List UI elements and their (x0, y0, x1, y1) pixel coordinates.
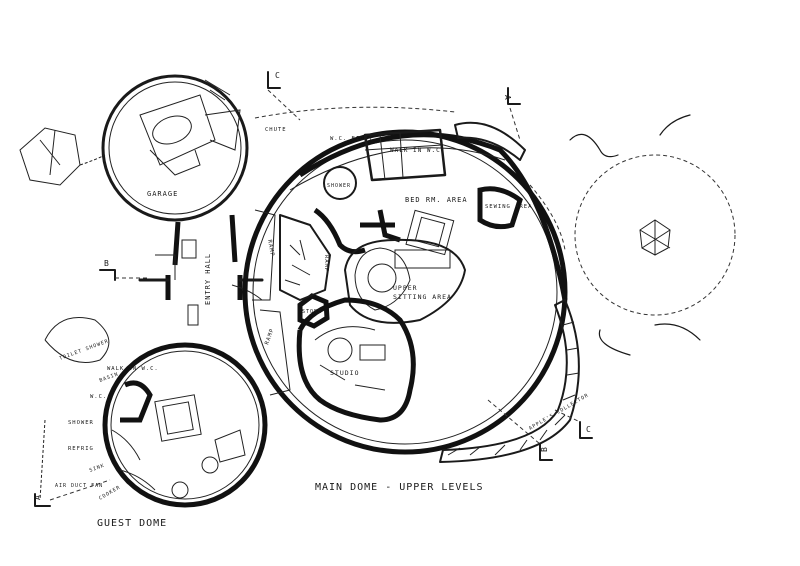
label-store: STORE (302, 309, 322, 315)
label-entry-hall: ENTRY HALL (204, 253, 212, 305)
label-guest-shower: SHOWER (68, 420, 94, 426)
marker-a-bottom: A (33, 494, 42, 500)
label-wc-bidet: W.C. BIDET (330, 136, 373, 142)
plan-title: MAIN DOME - UPPER LEVELS (315, 482, 484, 493)
label-air-duct-fan: AIR DUCT FAN (55, 483, 103, 489)
section-marker-a-top (507, 87, 521, 141)
entry-hall (138, 214, 264, 326)
label-sewing-area: SEWING AREA (485, 204, 532, 210)
label-shower: SHOWER (327, 183, 351, 189)
label-guest-wc: W.C. (90, 394, 107, 400)
section-marker-b-bottom (487, 399, 553, 461)
marker-b-bottom: B (540, 446, 549, 452)
label-ramp-2: RAMP (323, 255, 329, 272)
guest-dome-title: GUEST DOME (97, 518, 167, 529)
label-garage: GARAGE (147, 190, 178, 198)
main-dome (242, 106, 580, 463)
label-upper: UPPER (393, 284, 418, 292)
label-bed-rm-area: BED RM. AREA (405, 196, 468, 204)
marker-b-left: B (104, 259, 110, 268)
label-walk-in-wc: WALK IN W.C. (390, 147, 445, 154)
label-sink: SINK (89, 463, 106, 474)
section-marker-c-top (267, 71, 301, 121)
marker-c-top: C (275, 71, 281, 80)
label-refrig: REFRIG (68, 446, 94, 452)
label-guest-walk-in-wc: WALK IN W.C. (107, 366, 159, 372)
tree-symbol (19, 127, 106, 186)
marker-a-top: A (503, 95, 512, 101)
label-studio: STUDIO (330, 369, 359, 377)
garage-dome (101, 74, 249, 222)
label-chute: CHUTE (265, 127, 287, 133)
section-marker-c-bottom (554, 409, 593, 439)
marker-c-bottom: C (586, 425, 592, 434)
future-dome-dashed (569, 114, 736, 356)
planter-area (279, 214, 331, 301)
section-marker-a-bottom (34, 479, 111, 507)
apple-collector (439, 121, 580, 463)
label-ramp-1: RAMP (266, 239, 275, 257)
guest-dome (39, 317, 268, 508)
label-ramp-3: RAMP (264, 327, 276, 345)
label-sitting-area: SITTING AREA (393, 293, 452, 301)
section-marker-b-left (99, 269, 150, 281)
car-outline (139, 94, 241, 176)
